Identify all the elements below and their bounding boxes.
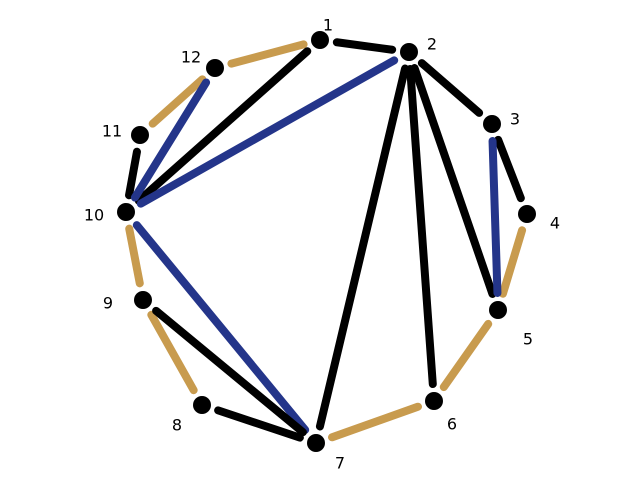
node-label-9: 9: [103, 294, 113, 313]
node-11: [131, 126, 149, 144]
edge-3-5: [488, 136, 502, 298]
edge-9-7: [152, 306, 307, 437]
node-10: [117, 203, 135, 221]
edge-10-11: [125, 147, 141, 200]
node-label-12: 12: [181, 48, 201, 67]
node-8: [193, 396, 211, 414]
node-9: [134, 291, 152, 309]
node-label-11: 11: [102, 122, 122, 141]
edge-3-4: [494, 135, 525, 203]
edge-4-5: [498, 226, 527, 298]
node-label-10: 10: [84, 206, 104, 225]
edge-5-6: [439, 319, 493, 392]
edge-9-10: [125, 224, 144, 288]
node-label-3: 3: [510, 110, 520, 129]
edge-7-8: [214, 406, 304, 442]
node-2: [400, 43, 418, 61]
node-4: [518, 205, 536, 223]
node-label-7: 7: [335, 454, 345, 473]
node-label-4: 4: [550, 214, 560, 233]
edge-6-7: [328, 402, 422, 442]
node-3: [483, 115, 501, 133]
edge-layer: [125, 38, 527, 442]
edge-10-7: [132, 221, 310, 434]
edge-1-2: [332, 38, 397, 54]
edge-8-9: [147, 310, 198, 395]
node-layer: [117, 31, 536, 452]
edge-2-10: [136, 56, 399, 208]
edge-12-1: [227, 40, 308, 68]
node-label-6: 6: [447, 415, 457, 434]
node-label-1: 1: [323, 16, 333, 35]
node-6: [425, 392, 443, 410]
edge-11-12: [148, 75, 207, 128]
node-1: [311, 31, 329, 49]
node-label-5: 5: [523, 330, 533, 349]
edge-2-3: [417, 59, 484, 117]
node-label-8: 8: [172, 416, 182, 435]
node-7: [307, 434, 325, 452]
edge-1-10: [134, 47, 312, 205]
edge-2-7: [315, 64, 410, 431]
edge-12-10: [130, 78, 211, 202]
edge-2-5: [410, 64, 497, 298]
node-label-2: 2: [427, 35, 437, 54]
edge-2-6: [406, 64, 437, 389]
node-5: [489, 301, 507, 319]
node-12: [206, 59, 224, 77]
